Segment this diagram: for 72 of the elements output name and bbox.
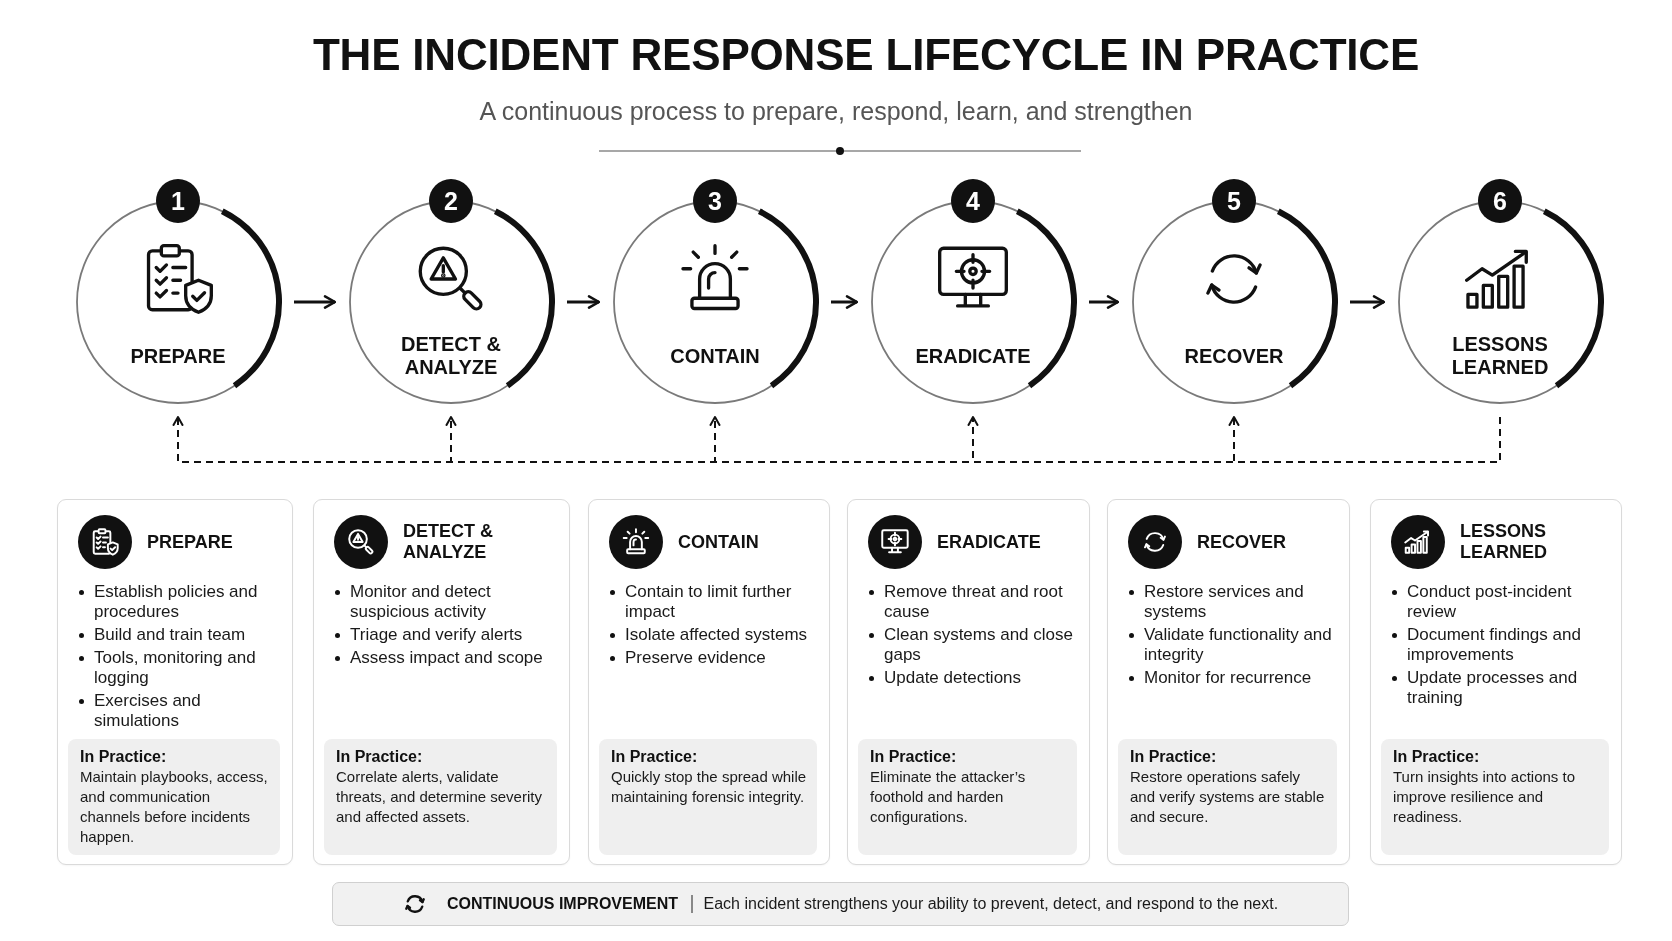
step-number-badge: 5 — [1212, 179, 1256, 223]
stage-card — [57, 499, 293, 865]
card-title: RECOVER — [1197, 531, 1286, 553]
arrow — [831, 295, 859, 309]
stage-label: PREPARE — [130, 344, 226, 368]
list-item: Update detections — [858, 668, 1077, 688]
practice-text: Eliminate the attacker’s foothold and harden configurations. — [870, 767, 1027, 827]
stage-card — [847, 499, 1090, 865]
arrow — [1350, 295, 1386, 309]
list-item: Preserve evidence — [599, 648, 817, 668]
page-title: THE INCIDENT RESPONSE LIFECYCLE IN PRACTICE — [312, 29, 1420, 81]
list-item: Build and train team — [68, 625, 280, 645]
practice-text: Restore operations safely and verify systems are stable and secure. — [1130, 767, 1326, 827]
list-item: Assess impact and scope — [324, 648, 557, 668]
list-item: Remove threat and root cause — [858, 582, 1077, 622]
banner-text: Each incident strengthens your ability to prevent, detect, and respond to the next. — [703, 894, 1279, 914]
list-item: Contain to limit further impact — [599, 582, 817, 622]
arrow — [567, 295, 601, 309]
stage-label: CONTAIN — [670, 344, 760, 368]
step-number-badge: 6 — [1478, 179, 1522, 223]
practice-heading: In Practice: — [1393, 747, 1481, 766]
list-item: Exercises and simulations — [68, 691, 280, 731]
stage-circle — [74, 179, 282, 405]
practice-heading: In Practice: — [611, 747, 699, 766]
stage-label: DETECT & ANALYZE — [400, 333, 502, 379]
card-title: CONTAIN — [678, 531, 759, 553]
list-item: Tools, monitoring and logging — [68, 648, 280, 688]
list-item: Validate functionality and integrity — [1118, 625, 1337, 665]
card-title: ERADICATE — [937, 531, 1041, 553]
list-item: Update processes and training — [1381, 668, 1609, 708]
stage-circle — [1130, 179, 1338, 405]
arrow — [294, 295, 337, 309]
stage-label: ERADICATE — [915, 344, 1031, 368]
practice-text: Correlate alerts, validate threats, and determine severity and affected assets. — [336, 767, 543, 827]
step-number-badge: 1 — [156, 179, 200, 223]
card-title: DETECT & ANALYZE — [403, 521, 494, 563]
step-number-badge: 4 — [951, 179, 995, 223]
stage-card — [588, 499, 830, 865]
summary-banner — [332, 882, 1349, 926]
dashed-arrow — [1228, 416, 1501, 463]
card-title: PREPARE — [147, 531, 233, 553]
stage-label: RECOVER — [1184, 344, 1284, 368]
practice-heading: In Practice: — [870, 747, 958, 766]
list-item: Establish policies and procedures — [68, 582, 280, 622]
subtitle: A continuous process to prepare, respond, learn, and strengthen — [479, 96, 1193, 127]
list-item: Monitor for recurrence — [1118, 668, 1337, 688]
practice-text: Quickly stop the spread while maintaining forensic integrity. — [611, 767, 807, 807]
list-item: Monitor and detect suspicious activity — [324, 582, 557, 622]
step-number-badge: 2 — [429, 179, 473, 223]
practice-text: Maintain playbooks, access, and communication channels before incidents happen. — [80, 767, 269, 847]
practice-text: Turn insights into actions to improve resilience and readiness. — [1393, 767, 1577, 827]
banner-heading: CONTINUOUS IMPROVEMENT — [446, 894, 678, 914]
stage-circle — [1396, 179, 1604, 405]
stage-card — [313, 499, 570, 865]
card-title: LESSONS LEARNED — [1460, 521, 1548, 563]
step-number-badge: 3 — [693, 179, 737, 223]
stage-circle — [869, 179, 1077, 405]
stage-card — [1107, 499, 1350, 865]
arrow — [1089, 295, 1120, 309]
stage-circle — [611, 179, 819, 405]
stage-circle — [347, 179, 555, 405]
list-item: Restore services and systems — [1118, 582, 1337, 622]
practice-heading: In Practice: — [80, 747, 168, 766]
list-item: Clean systems and close gaps — [858, 625, 1077, 665]
list-item: Document findings and improvements — [1381, 625, 1609, 665]
list-item: Conduct post-incident review — [1381, 582, 1609, 622]
stage-label: LESSONS LEARNED — [1450, 333, 1550, 379]
list-item: Isolate affected systems — [599, 625, 817, 645]
stage-card — [1370, 499, 1622, 865]
practice-heading: In Practice: — [336, 747, 424, 766]
practice-heading: In Practice: — [1130, 747, 1218, 766]
list-item: Triage and verify alerts — [324, 625, 557, 645]
